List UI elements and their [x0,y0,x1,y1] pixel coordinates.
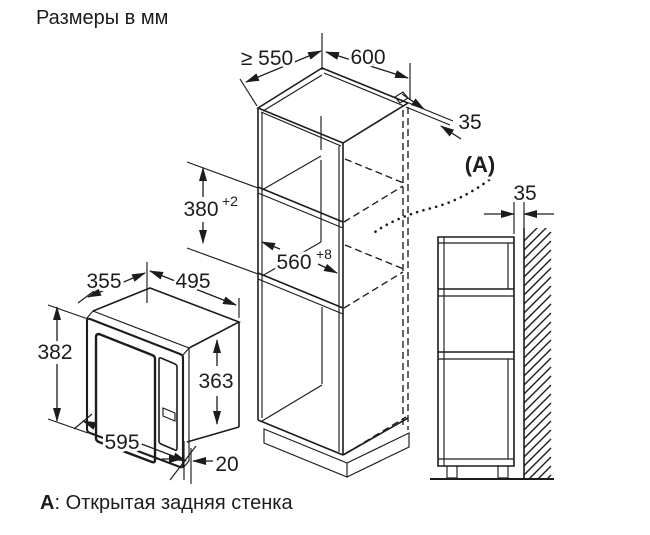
dim-cabinet-depth-min: ≥ 550 [241,47,293,70]
dim-top-panel-thickness: 35 [458,111,481,134]
cabinet-leg [446,466,458,479]
dimension-lines [47,33,554,484]
dim-microwave-width: 495 [175,270,210,293]
dim-niche-height: 380 [183,198,218,221]
dim-front-width: 595 [104,431,139,454]
caption-marker: A [40,492,55,514]
wall-hatch [524,228,552,479]
caption-text: : Открытая задняя стенка [54,492,293,514]
dim-rear-wall-gap: 35 [513,182,536,205]
dim-body-height: 363 [198,370,233,393]
caption: A: Открытая задняя стенка [40,492,293,515]
dim-frame-overhang: 20 [215,453,238,476]
display [162,407,176,422]
dim-niche-width: 560 [276,251,311,274]
cabinet-isometric [256,54,410,478]
dim-microwave-depth: 355 [86,270,121,293]
dimension-labels: ≥ 550 600 35 380 +2 560 +8 355 495 382 3… [34,43,539,479]
side-view [430,228,554,481]
marker-a-leader [369,178,491,237]
marker-a-label: (A) [465,152,496,177]
cabinet-leg [497,466,509,479]
door-window [94,332,157,464]
page-title: Размеры в мм [36,7,169,29]
dim-cabinet-width: 600 [350,46,385,69]
dim-niche-height-tolerance: +2 [222,193,238,209]
dim-front-height: 382 [37,341,72,364]
control-panel [158,356,178,452]
dim-niche-width-tolerance: +8 [316,246,332,262]
